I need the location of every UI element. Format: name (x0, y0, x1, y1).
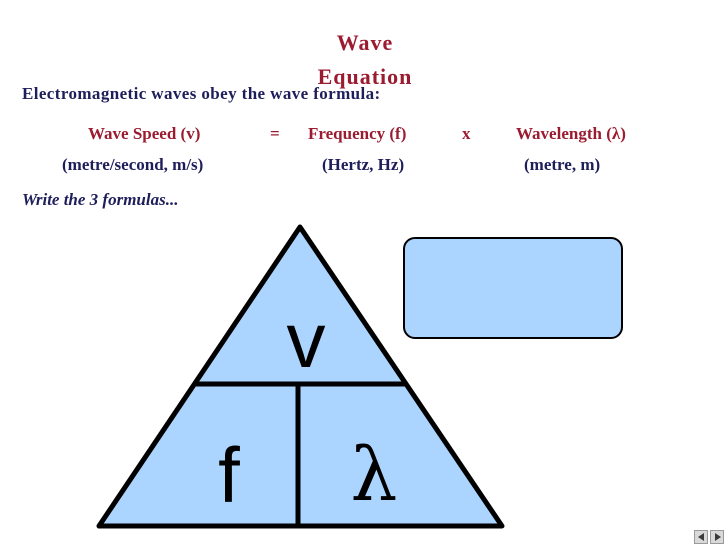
units-wavelength: (metre, m) (524, 155, 601, 174)
units-speed: (metre/second, m/s) (62, 155, 204, 174)
formula-equals: = (270, 124, 280, 143)
instruction-text: Write the 3 formulas... (22, 190, 179, 209)
triangle-label-lambda: λ (351, 432, 398, 518)
formula-wavelength: Wavelength (λ) (516, 124, 626, 143)
slide-title: Wave Equation (317, 30, 413, 89)
triangle-label-f: f (218, 431, 240, 519)
units-frequency: (Hertz, Hz) (322, 155, 405, 174)
slide-navigation (694, 530, 724, 544)
triangle-label-v: v (287, 296, 326, 384)
previous-slide-icon[interactable] (694, 530, 708, 544)
answer-box (403, 237, 623, 339)
next-slide-icon[interactable] (710, 530, 724, 544)
formula-frequency: Frequency (f) (308, 124, 407, 143)
formula-wave-speed: Wave Speed (v) (88, 124, 201, 143)
intro-text: Electromagnetic waves obey the wave form… (22, 84, 381, 103)
formula-times: x (462, 124, 471, 143)
